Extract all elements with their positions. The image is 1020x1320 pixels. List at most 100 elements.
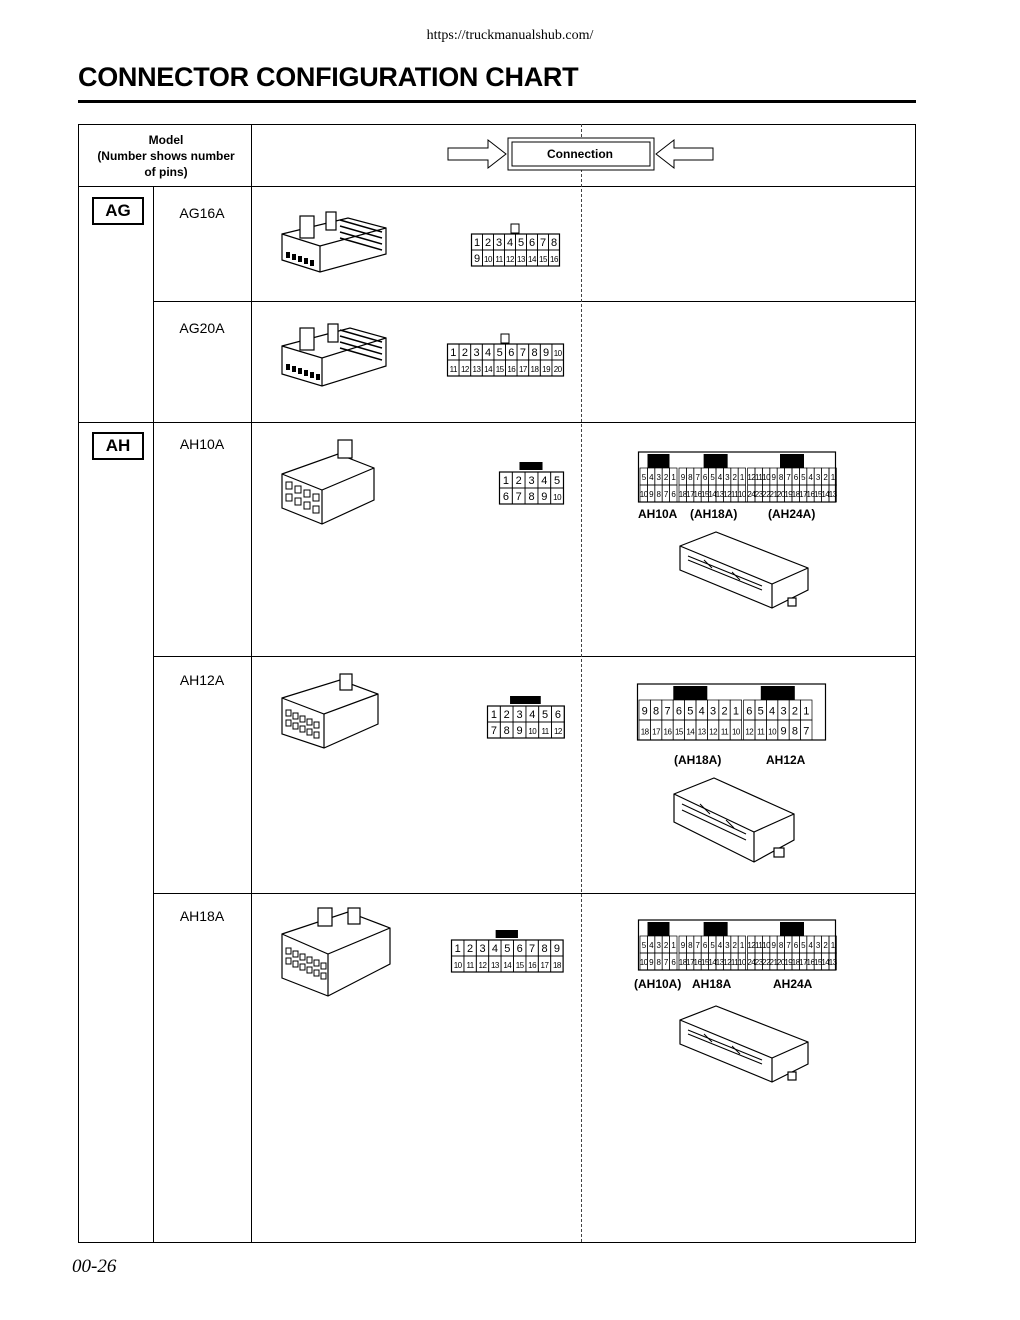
pin-number: 8 [779, 473, 784, 482]
pin-number: 10 [738, 958, 747, 967]
pin-number: 6 [794, 473, 799, 482]
pin-number: 4 [809, 941, 814, 950]
pin-number: 10 [454, 961, 463, 970]
pin-number: 2 [823, 473, 828, 482]
pin-number: 12 [479, 961, 488, 970]
pin-number: 1 [455, 943, 461, 955]
pin-number: 17 [652, 727, 661, 736]
caption-ah10a-1: AH10A [638, 507, 678, 521]
pin-number: 2 [721, 705, 727, 717]
pin-number: 3 [710, 705, 716, 717]
pin-number: 4 [529, 709, 535, 721]
pin-number: 11 [721, 727, 729, 736]
pin-number: 23 [755, 490, 764, 499]
pin-number: 5 [642, 473, 647, 482]
connection-label: Connection [547, 147, 613, 161]
pin-number: 1 [474, 237, 480, 249]
pin-number: 6 [503, 491, 509, 503]
pin-number: 18 [792, 958, 801, 967]
pin-number: 9 [543, 347, 549, 359]
pin-number: 4 [485, 347, 491, 359]
pin-number: 1 [740, 941, 745, 950]
pin-number: 8 [688, 941, 693, 950]
group-divider [78, 422, 916, 423]
pin-number: 18 [553, 961, 562, 970]
pin-number: 13 [716, 490, 725, 499]
pin-number: 11 [541, 727, 549, 736]
pin-number: 3 [479, 943, 485, 955]
pin-number: 4 [492, 943, 498, 955]
pin-number: 6 [703, 473, 708, 482]
pin-number: 16 [664, 727, 673, 736]
pin-number: 19 [542, 365, 551, 374]
model-label-ag20a: AG20A [179, 320, 225, 336]
pin-number: 2 [733, 473, 738, 482]
pin-number: 1 [450, 347, 456, 359]
pin-number: 13 [473, 365, 482, 374]
pin-number: 3 [816, 473, 821, 482]
pin-number: 13 [829, 490, 838, 499]
pin-number: 5 [758, 705, 764, 717]
chart-table [78, 124, 916, 1243]
pin-number: 21 [770, 958, 779, 967]
pin-number: 1 [831, 941, 836, 950]
pin-number: 10 [768, 727, 777, 736]
pin-number: 17 [541, 961, 550, 970]
pin-number: 12 [723, 958, 732, 967]
housing-drawing-ah24a [679, 531, 809, 609]
pin-number: 13 [491, 961, 500, 970]
model-label-ah10a: AH10A [179, 436, 225, 452]
pin-number: 4 [809, 473, 814, 482]
pin-number: 14 [528, 255, 537, 264]
pin-number: 1 [671, 473, 676, 482]
pin-number: 7 [664, 490, 669, 499]
pin-number: 13 [698, 727, 707, 736]
pin-number: 1 [671, 941, 676, 950]
pin-number: 3 [496, 237, 502, 249]
pin-number: 2 [664, 473, 669, 482]
pin-number: 13 [716, 958, 725, 967]
model-label-ah12a: AH12A [179, 672, 225, 688]
pin-number: 16 [694, 958, 703, 967]
pin-number: 2 [792, 705, 798, 717]
pin-number: 7 [520, 347, 526, 359]
pin-number: 10 [738, 490, 747, 499]
pin-number: 6 [555, 709, 561, 721]
pin-number: 18 [792, 490, 801, 499]
pin-number: 6 [794, 941, 799, 950]
pin-number: 3 [725, 473, 730, 482]
pin-number: 14 [708, 958, 717, 967]
pin-number: 5 [710, 473, 715, 482]
pin-number: 1 [831, 473, 836, 482]
pin-number: 16 [694, 490, 703, 499]
pin-number: 7 [664, 705, 670, 717]
pin-number: 17 [686, 490, 695, 499]
pin-number: 3 [516, 709, 522, 721]
pin-number: 15 [675, 727, 684, 736]
column-divider-group [153, 186, 154, 1242]
header-url[interactable]: https://truckmanualshub.com/ [426, 28, 594, 43]
pin-number: 9 [541, 491, 547, 503]
pin-number: 15 [701, 958, 710, 967]
pin-number: 18 [641, 727, 650, 736]
pin-number: 15 [701, 490, 710, 499]
pin-number: 3 [528, 475, 534, 487]
pin-number: 10 [762, 941, 771, 950]
group-code-ag: AG [92, 197, 144, 225]
pin-number: 9 [642, 705, 648, 717]
housing-drawing-ah18a [673, 777, 795, 863]
pin-number: 10 [528, 727, 537, 736]
pin-number: 19 [784, 490, 793, 499]
pin-number: 7 [664, 958, 669, 967]
connector-drawing-ah12a [281, 673, 379, 749]
pin-number: 14 [708, 490, 717, 499]
pin-number: 1 [803, 705, 809, 717]
pin-number: 15 [516, 961, 525, 970]
pin-number: 4 [507, 237, 513, 249]
pin-number: 11 [755, 473, 763, 482]
pin-number: 5 [710, 941, 715, 950]
pin-number: 9 [780, 725, 786, 737]
pin-number: 7 [529, 943, 535, 955]
pin-number: 8 [551, 237, 557, 249]
